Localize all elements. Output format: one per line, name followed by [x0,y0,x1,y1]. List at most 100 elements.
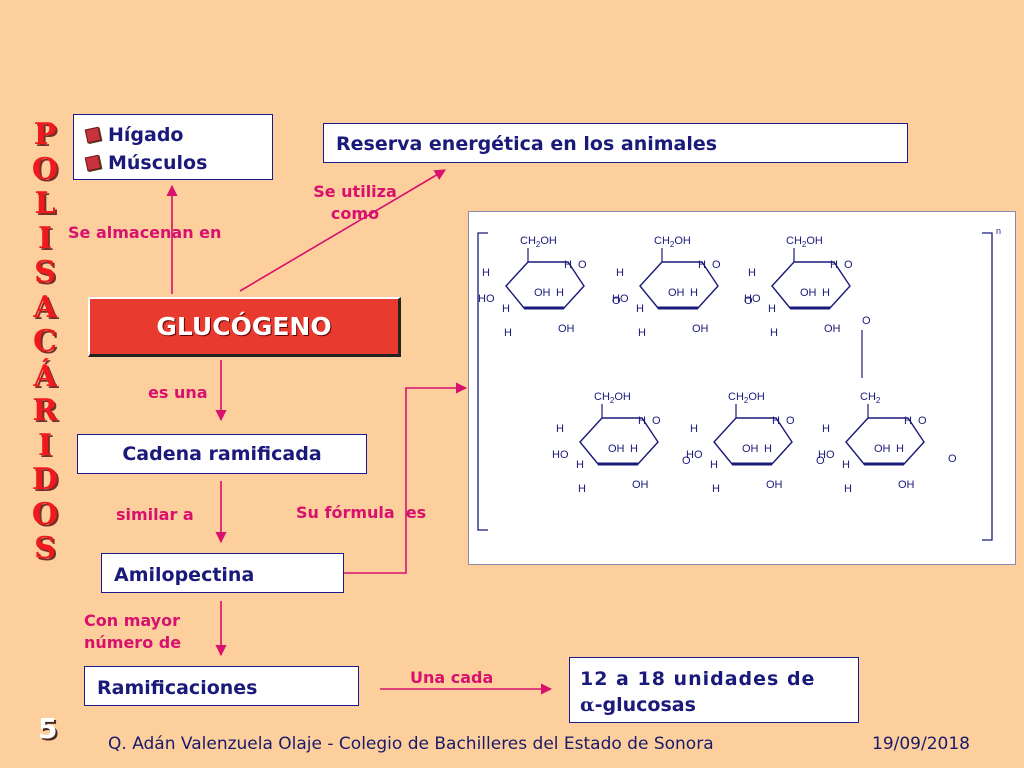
hydrogen-label: H [822,423,830,435]
units-line-1: 12 a 18 unidades de [580,668,816,690]
label-greater-number-line2: número de [84,633,182,652]
title-letter: A [33,289,57,325]
glycosidic-oxygen: O [816,455,825,467]
central-concept-text: GLUCÓGENO [156,312,332,341]
glycosidic-oxygen: O [612,295,621,307]
label-is-a: es una [148,383,208,402]
glucose-ring [713,417,793,465]
units-line-2-text: -glucosas [594,694,696,716]
ch2oh-label: CH2 [860,391,881,405]
title-letter: O [31,151,59,187]
hydroxyl-label: HO [552,449,569,461]
hydrogen-label: H [764,443,772,455]
storage-liver: Hígado [108,124,184,146]
title-letter: I [37,220,53,256]
hydroxyl-label: HO [744,293,761,305]
footer-text: Q. Adán Valenzuela Olaje - Colegio de Ba… [108,734,714,754]
title-letter: R [32,393,58,428]
glucose-ring [639,261,719,309]
hydroxyl-label: OH [692,323,709,335]
glucose-ring [579,417,659,465]
central-concept-box: GLUCÓGENO [88,297,401,357]
title-letter: S [34,255,56,290]
ch2oh-label: CH2OH [786,235,823,249]
oxygen-label: O [844,259,853,271]
hydrogen-label: H [638,415,646,427]
hydrogen-label: H [556,423,564,435]
glucose-ring [505,261,585,309]
hydrogen-label: H [896,443,904,455]
hydrogen-label: H [842,459,850,471]
glycosidic-oxygen: O [948,453,957,465]
ch2oh-label: CH2OH [728,391,765,405]
glycosidic-oxygen: O [682,455,691,467]
hydrogen-label: H [830,259,838,271]
label-every-one: Una cada [410,668,494,687]
title-letter: Á [33,358,57,394]
alpha-symbol: α [580,694,595,716]
reserve-text: Reserva energética en los animales [336,133,718,155]
oxygen-label: O [918,415,927,427]
label-used-as: Se utiliza como [300,181,410,225]
hydrogen-label: H [712,483,720,495]
hydrogen-label: H [770,327,778,339]
hydrogen-label: H [630,443,638,455]
hydroxyl-label: HO [612,293,629,305]
hydrogen-label: H [504,327,512,339]
label-greater-number: Con mayor número de [84,610,181,654]
hydroxyl-label: OH [534,287,551,299]
hydrogen-label: H [578,483,586,495]
label-used-as-line1: Se utiliza [313,182,397,201]
hydroxyl-label: OH [668,287,685,299]
oxygen-label: O [578,259,587,271]
title-letter: L [34,186,56,221]
label-used-as-line2: como [330,204,380,223]
hydrogen-label: H [772,415,780,427]
units-box: 12 a 18 unidades de α-glucosas [569,657,859,723]
title-letter: S [34,531,56,566]
hydrogen-label: H [690,423,698,435]
oxygen-label: O [652,415,661,427]
label-similar-to: similar a [116,505,194,524]
left-bracket [477,232,488,531]
chain-box: Cadena ramificada [77,434,367,474]
storage-muscles: Músculos [108,152,208,174]
label-stored-in: Se almacenan en [68,223,222,242]
right-bracket [982,232,993,541]
hydroxyl-label: OH [608,443,625,455]
hydrogen-label: H [768,303,776,315]
glucose-ring [771,261,851,309]
branches-box: Ramificaciones [84,666,359,706]
hydroxyl-label: HO [818,449,835,461]
hydrogen-label: H [636,303,644,315]
hydrogen-label: H [710,459,718,471]
hydrogen-label: H [638,327,646,339]
hydrogen-label: H [564,259,572,271]
repeat-n-label: n [996,226,1001,236]
hydroxyl-label: HO [686,449,703,461]
list-item: Músculos [84,149,272,177]
glycosidic-oxygen: O [862,315,871,327]
slide-number: 5 [38,712,58,745]
reserve-box: Reserva energética en los animales [323,123,908,163]
hydrogen-label: H [556,287,564,299]
amylopectin-text: Amilopectina [114,564,255,586]
hydrogen-label: H [576,459,584,471]
hydrogen-label: H [844,483,852,495]
hydroxyl-label: OH [824,323,841,335]
hydrogen-label: H [748,267,756,279]
hydrogen-label: H [502,303,510,315]
hydroxyl-label: OH [800,287,817,299]
hydroxyl-label: OH [558,323,575,335]
hydroxyl-label: HO [478,293,495,305]
oxygen-label: O [712,259,721,271]
storage-places-box: Hígado Músculos [73,114,273,180]
title-letter: I [37,427,53,463]
title-letter: P [33,117,57,152]
glycogen-structure-box [468,211,1016,565]
glycosidic-oxygen: O [744,295,753,307]
title-letter: O [31,496,59,532]
amylopectin-box: Amilopectina [101,553,344,593]
